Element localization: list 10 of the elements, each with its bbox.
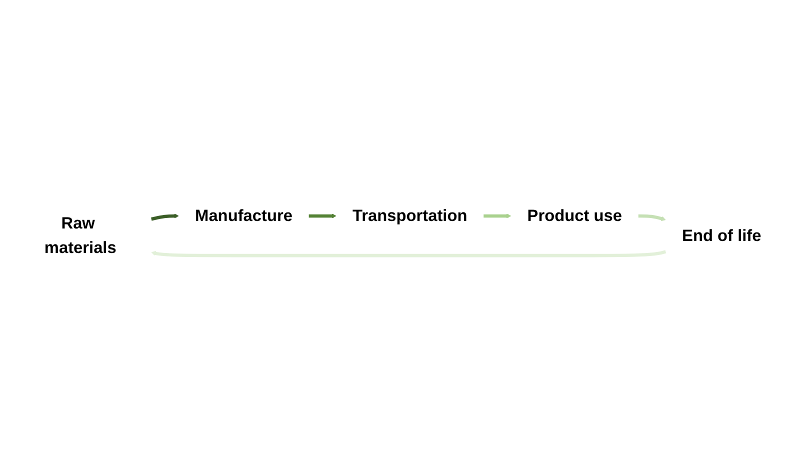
node-text: End of life (682, 226, 762, 245)
arrow (308, 214, 336, 218)
arrow (151, 250, 666, 258)
arrow (150, 214, 179, 221)
arrow (638, 214, 666, 221)
arrow (484, 214, 512, 218)
node-text: Raw materials (44, 214, 116, 258)
node-text: Product use (527, 206, 622, 225)
node-text: Transportation (352, 206, 468, 225)
node-text: Manufacture (195, 206, 292, 225)
